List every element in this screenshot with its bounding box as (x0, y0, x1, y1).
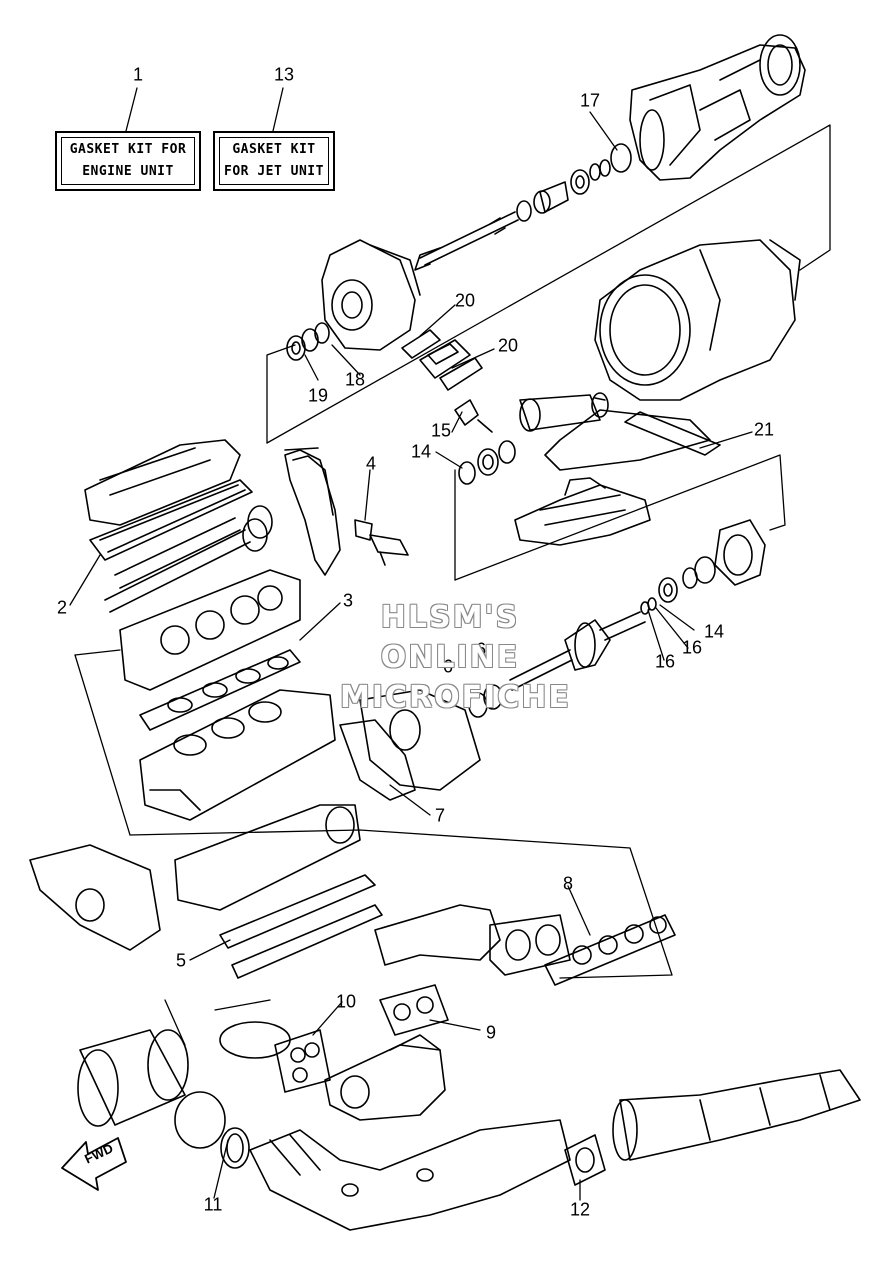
engine-kit-line1: GASKET KIT FOR (69, 142, 187, 157)
seal-6b (483, 684, 503, 710)
exhaust-hose (612, 1069, 861, 1161)
seal-19-inner (291, 341, 301, 355)
callout-14a: 14 (410, 441, 432, 462)
exhaust-manifold (374, 904, 571, 976)
ring-a (498, 440, 516, 464)
watermark-line1: HLSM'S (380, 600, 520, 635)
exhaust-gasket-8 (544, 914, 676, 986)
cylinder-head (119, 569, 301, 691)
callout-15: 15 (430, 420, 452, 441)
callout-16b: 16 (654, 651, 676, 672)
shaft-bearings (414, 159, 611, 271)
oil-pan-gasket-5 (219, 874, 383, 979)
o-ring-17 (610, 143, 632, 173)
bearing-15 (477, 448, 499, 476)
gasket-9-port-a (393, 1003, 411, 1021)
crankcase (174, 804, 361, 911)
callout-9: 9 (485, 1022, 497, 1043)
callout-17: 17 (579, 90, 601, 111)
jet-kit-line1: GASKET KIT (232, 142, 316, 157)
timing-chain (284, 447, 341, 576)
gasket-10-port-b (304, 1042, 320, 1058)
camshafts (104, 505, 273, 613)
gasket-9-port-b (416, 996, 434, 1014)
gasket-10-port-a (290, 1047, 306, 1063)
jet-kit-line2: FOR JET UNIT (224, 164, 324, 179)
watermark: HLSM'S ONLINE MICROFICHE (340, 598, 571, 718)
head-gasket-3 (139, 649, 301, 731)
callout-10: 10 (335, 991, 357, 1012)
callout-16a: 16 (681, 637, 703, 658)
valve-cover (84, 439, 253, 561)
jet-bearing-housing (640, 519, 766, 615)
callout-14b: 14 (703, 621, 725, 642)
water-lock (249, 1119, 571, 1231)
gasket-10-port-c (292, 1067, 308, 1083)
gasket-10 (274, 1029, 331, 1093)
cylinder-block (139, 689, 336, 821)
plate-21 (624, 411, 721, 456)
callout-2: 2 (56, 597, 68, 618)
watermark-line2: ONLINE (380, 640, 520, 675)
callout-21: 21 (753, 419, 775, 440)
engine-gasket-kit-box: GASKET KIT FOR ENGINE UNIT (55, 131, 201, 191)
callout-jet-kit: 13 (273, 64, 295, 85)
bearing-15-inner (482, 454, 494, 470)
jet-intake-duct (519, 239, 801, 471)
callout-11: 11 (203, 1194, 223, 1215)
fwd-arrow-icon (61, 1137, 127, 1191)
callout-5: 5 (175, 950, 187, 971)
watermark-line3: MICROFICHE (340, 680, 571, 715)
callout-7: 7 (434, 805, 446, 826)
callout-12: 12 (569, 1199, 591, 1220)
seal-18b (314, 322, 330, 344)
bearing-14 (458, 461, 476, 485)
seal-18 (301, 328, 319, 352)
callout-engine-kit: 1 (132, 64, 144, 85)
gasket-9 (379, 984, 449, 1036)
callout-4: 4 (365, 453, 377, 474)
impeller-housing (321, 239, 421, 351)
jet-gasket-kit-box: GASKET KIT FOR JET UNIT (213, 131, 335, 191)
rear-cover (29, 844, 161, 951)
callout-3: 3 (342, 590, 354, 611)
engine-kit-line2: ENGINE UNIT (82, 164, 174, 179)
callout-20a: 20 (454, 290, 476, 311)
chain-tensioner (354, 519, 409, 566)
gasket-20 (401, 329, 493, 433)
callout-6a: 6 (442, 656, 454, 677)
callout-20b: 20 (497, 335, 519, 356)
callout-18: 18 (344, 369, 366, 390)
gasket-12 (564, 1134, 606, 1186)
timing-cover (339, 689, 481, 801)
drive-shaft (509, 611, 646, 691)
intake-grate (514, 477, 651, 546)
callout-19: 19 (307, 385, 329, 406)
muffler (77, 1021, 291, 1169)
jet-pump-housing (629, 34, 806, 181)
callout-6b: 6 (475, 639, 487, 660)
exhaust-pipe (324, 1034, 446, 1121)
callout-8: 8 (562, 873, 574, 894)
